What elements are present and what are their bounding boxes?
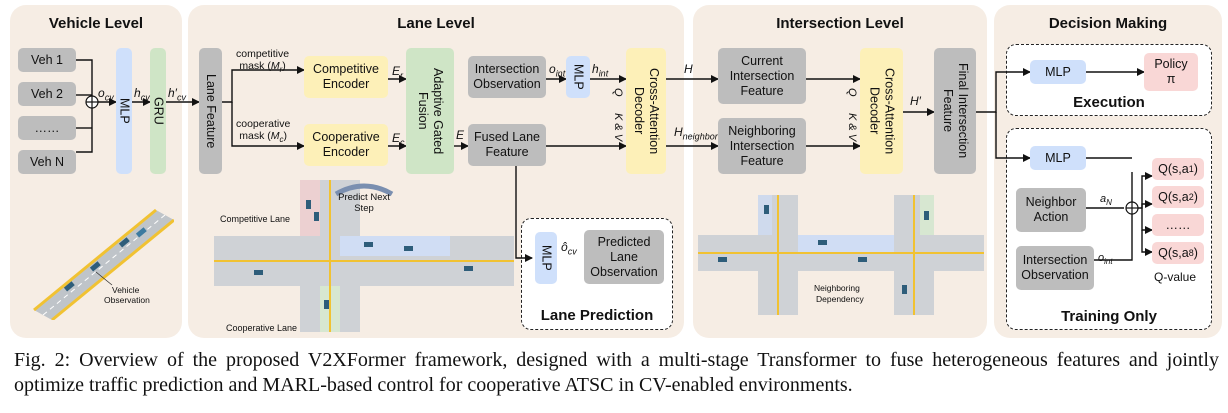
lane-intersection-observation-box: Intersection Observation [468, 56, 546, 98]
h-int-label: hint [592, 62, 609, 79]
h-prime-label: H′ [910, 94, 921, 108]
training-only-title: Training Only [1061, 308, 1157, 325]
lane-feature-box: Lane Feature [199, 48, 222, 174]
cooperative-mask-label: cooperative mask (Mc) [236, 118, 291, 145]
predict-next-step-label: Predict Next Step [338, 192, 390, 214]
cooperative-encoder-box: Cooperative Encoder [304, 124, 388, 166]
final-intersection-feature-box: Final Intersection Feature [934, 48, 976, 174]
lane-q-label: Q [612, 88, 624, 97]
vehicle-road-graphic [33, 208, 175, 322]
lane-prediction-title: Lane Prediction [540, 307, 654, 324]
lane-level-title: Lane Level [397, 15, 475, 32]
lane-cross-attention-decoder-box: Cross-Attention Decoder [626, 48, 666, 174]
h-label: H [684, 62, 693, 76]
intersection-q-label: Q [846, 88, 858, 97]
current-intersection-feature-box: Current Intersection Feature [718, 48, 806, 104]
veh-2-box: Veh 2 [18, 82, 76, 106]
decision-making-title: Decision Making [1048, 15, 1168, 32]
h-neighbor-label: Hneighbor [674, 125, 718, 142]
intersection-graphic [698, 195, 984, 315]
intersection-level-title: Intersection Level [776, 15, 904, 32]
neighbor-action-box: Neighbor Action [1016, 188, 1086, 232]
competitive-lane-label: Competitive Lane [220, 214, 291, 224]
policy-label: Policy [1154, 57, 1188, 71]
neighboring-dependency-label-1: Neighboring [814, 283, 860, 293]
h-cv-label: hcv [134, 86, 150, 103]
h-cv-prime-label: h′cv [168, 86, 186, 103]
neighboring-intersection-feature-box: Neighboring Intersection Feature [718, 118, 806, 174]
adaptive-gated-fusion-box: Adaptive Gated Fusion [406, 48, 454, 174]
vehicle-level-title: Vehicle Level [48, 15, 144, 32]
o-int-label: oint [549, 62, 566, 79]
veh-n-box: Veh N [18, 150, 76, 174]
vehicle-observation-scene: Vehicle Observation [24, 190, 175, 322]
vehicle-observation-label-1: Vehicle [112, 285, 140, 295]
intersection-kv-label: K & V [846, 113, 858, 142]
e-r-label: Er [392, 64, 404, 81]
sum-node-vehicle [85, 95, 99, 109]
e-c-label: Ec [392, 131, 405, 148]
decision-o-int-label: oint [1098, 252, 1113, 267]
policy-pi-label: π [1166, 72, 1176, 86]
training-mlp-box: MLP [1030, 146, 1086, 170]
lane-intersection-scene: Competitive Lane Cooperative Lane Predic… [214, 180, 514, 333]
intersection-scene: Neighboring Dependency [698, 195, 984, 315]
q-value-dots-box: …… [1152, 214, 1204, 236]
execution-title: Execution [1073, 94, 1145, 111]
lane-mlp-box: MLP [566, 56, 590, 98]
lane-intersection-graphic [214, 180, 514, 332]
vehicle-observation-label-2: Observation [104, 295, 150, 305]
neighboring-dependency-label-2: Dependency [816, 294, 864, 304]
veh-1-box: Veh 1 [18, 48, 76, 72]
e-label: E [456, 128, 465, 142]
predicted-lane-observation-box: Predicted Lane Observation [584, 230, 664, 284]
gru-box: GRU [150, 48, 166, 174]
lane-kv-label: K & V [612, 113, 624, 142]
intersection-cross-attention-decoder-box: Cross-Attention Decoder [860, 48, 903, 174]
cooperative-lane-label: Cooperative Lane [226, 323, 298, 333]
execution-mlp-box: MLP [1030, 60, 1086, 84]
o-cv-label: ocv [98, 86, 114, 103]
figure-caption: Fig. 2: Overview of the proposed V2XForm… [14, 349, 1219, 396]
prediction-mlp-box: MLP [535, 232, 557, 284]
competitive-mask-label: competitive mask (Mr) [236, 48, 290, 75]
vehicle-mlp-box: MLP [116, 48, 132, 174]
competitive-encoder-box: Competitive Encoder [304, 56, 388, 98]
sum-node-decision [1125, 201, 1139, 215]
policy-box: Policy π [1144, 53, 1198, 91]
veh-dots-box: …… [18, 116, 76, 140]
q-value-label: Q-value [1154, 270, 1197, 284]
a-n-label: aN [1100, 193, 1112, 208]
o-hat-cv-label: ôcv [561, 240, 577, 257]
fused-lane-feature-box: Fused Lane Feature [468, 124, 546, 166]
decision-intersection-observation-box: Intersection Observation [1016, 246, 1094, 290]
